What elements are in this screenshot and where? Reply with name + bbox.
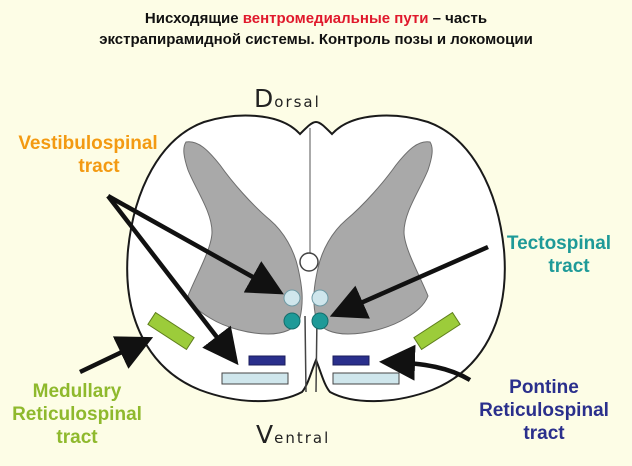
tectospinal-line-1: Tectospinal [506,233,612,254]
arrow-vestibulospinal-to-tract [106,194,284,295]
central-canal [299,252,319,272]
pontine-line-2: Reticulospinal [479,400,609,421]
pontine-tract-right [332,355,370,366]
title-highlight: вентромедиальные пути [242,10,429,27]
pontine-tract-left [248,355,286,366]
arrow-medullary [79,336,154,375]
dorsal-label: Dorsal [254,84,321,113]
tectospinal-tract-right [311,312,329,330]
medullary-tract-right [413,311,461,351]
tectospinal-label: Tectospinal tract [490,232,628,278]
vestibulospinal-tract-right [311,289,329,307]
arrow-tectospinal [329,244,489,319]
vestibulospinal-tract-left [283,289,301,307]
title-part-1: Нисходящие [144,10,243,27]
ventral-tract-left [221,372,289,385]
ventral-cap: V [256,420,275,449]
medullary-line-3: tract [56,427,98,448]
title-line-2: экстрапирамидной системы. Контроль позы … [99,31,533,48]
ventral-tract-right [332,372,400,385]
medullary-label: Medullary Reticulospinal tract [0,380,154,449]
pontine-line-1: Pontine [509,377,579,398]
diagram-title: Нисходящие вентромедиальные пути – часть… [0,8,632,50]
title-line-1: Нисходящие вентромедиальные пути – часть [0,8,632,29]
vestibulospinal-line-2: tract [78,156,120,177]
tectospinal-tract-left [283,312,301,330]
arrow-pontine [379,344,472,382]
ventral-rest: entral [274,429,331,447]
dorsal-cap: D [254,84,275,113]
arrow-vestibulospinal-to-ventral [106,194,239,366]
ventral-label: Ventral [256,420,330,449]
medullary-line-1: Medullary [32,381,122,402]
medullary-line-2: Reticulospinal [12,404,142,425]
vestibulospinal-line-1: Vestibulospinal [18,133,158,154]
pontine-line-3: tract [523,423,565,444]
medullary-tract-left [147,311,195,351]
tectospinal-line-2: tract [548,256,590,277]
pontine-label: Pontine Reticulospinal tract [462,376,626,445]
vestibulospinal-label: Vestibulospinal tract [4,132,172,178]
dorsal-rest: orsal [274,93,321,111]
title-part-2: – часть [428,10,488,27]
